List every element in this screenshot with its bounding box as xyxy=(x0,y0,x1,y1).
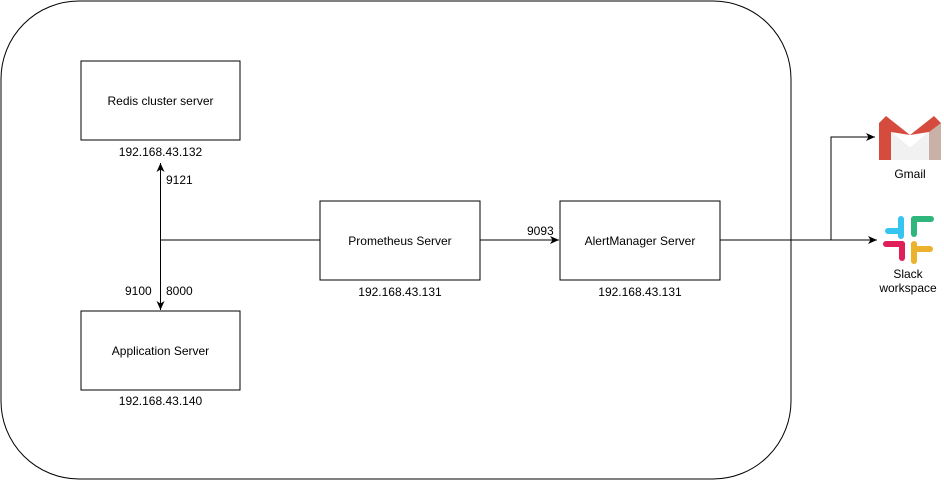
app-label: Application Server xyxy=(112,344,209,358)
redis-label: Redis cluster server xyxy=(107,94,213,108)
alertmanager-node[interactable]: AlertManager Server xyxy=(559,200,721,281)
slack-label-line2: workspace xyxy=(878,281,937,295)
port-label-node-exporter: 9100 xyxy=(125,284,152,298)
slack-icon xyxy=(883,216,934,264)
prometheus-ip: 192.168.43.131 xyxy=(358,285,442,299)
redis-ip: 192.168.43.132 xyxy=(119,145,203,159)
prometheus-node[interactable]: Prometheus Server xyxy=(319,200,481,281)
slack-label-line1: Slack xyxy=(893,267,923,281)
gmail-label: Gmail xyxy=(894,167,925,181)
app-node[interactable]: Application Server xyxy=(80,310,241,391)
alertmanager-label: AlertManager Server xyxy=(585,234,696,248)
app-ip: 192.168.43.140 xyxy=(119,394,203,408)
alertmanager-ip: 192.168.43.131 xyxy=(598,285,682,299)
prometheus-label: Prometheus Server xyxy=(348,234,451,248)
redis-node[interactable]: Redis cluster server xyxy=(80,60,241,141)
gmail-icon xyxy=(879,116,941,160)
port-label-app: 8000 xyxy=(166,284,193,298)
port-label-redis: 9121 xyxy=(166,173,193,187)
arrow-to-gmail xyxy=(830,133,875,240)
port-label-alertmanager: 9093 xyxy=(527,224,554,238)
